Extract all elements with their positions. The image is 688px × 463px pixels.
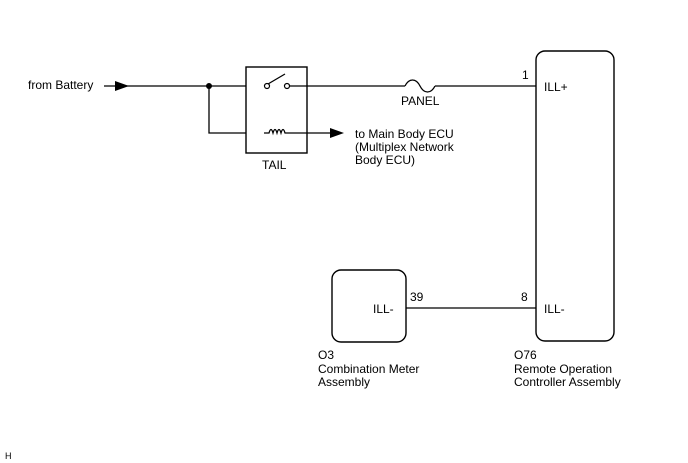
remote-controller-code: O76 <box>514 348 537 362</box>
branch-label-line-1: to Main Body ECU <box>355 127 454 141</box>
tail-relay-box <box>245 66 308 154</box>
combination-meter-code: O3 <box>318 348 334 362</box>
combination-meter-label: O3 Combination Meter Assembly <box>318 348 423 389</box>
relay-switch-arm <box>267 73 286 85</box>
relay-switch-contact-right <box>283 82 291 90</box>
pin-name-ill-minus-meter: ILL- <box>373 302 394 316</box>
relay-name-label: TAIL <box>262 158 287 172</box>
pin-number-8: 8 <box>521 290 528 304</box>
corner-mark: H <box>5 451 12 461</box>
combination-meter-name-line-1: Combination Meter <box>318 362 419 376</box>
fuse-name-label: PANEL <box>401 94 440 108</box>
pin-name-ill-minus-controller: ILL- <box>544 302 565 316</box>
fuse-icon <box>404 79 436 93</box>
relay-switch-contact-left <box>263 82 271 90</box>
remote-controller-box <box>535 50 615 342</box>
branch-label: to Main Body ECU (Multiplex Network Body… <box>355 127 457 167</box>
remote-controller-label: O76 Remote Operation Controller Assembly <box>514 348 621 389</box>
ecu-arrow-icon <box>330 128 344 138</box>
pin-name-ill-plus: ILL+ <box>544 80 568 94</box>
combination-meter-name-line-2: Assembly <box>318 375 370 389</box>
battery-source-label: from Battery <box>28 78 93 92</box>
pin-number-1: 1 <box>522 68 529 82</box>
branch-label-line-3: Body ECU) <box>355 153 415 167</box>
branch-label-line-2: (Multiplex Network <box>355 140 455 154</box>
combination-meter-box <box>331 269 407 343</box>
remote-controller-name-line-1: Remote Operation <box>514 362 612 376</box>
relay-coil-icon <box>264 128 290 136</box>
remote-controller-name-line-2: Controller Assembly <box>514 375 621 389</box>
pin-number-39: 39 <box>410 290 424 304</box>
